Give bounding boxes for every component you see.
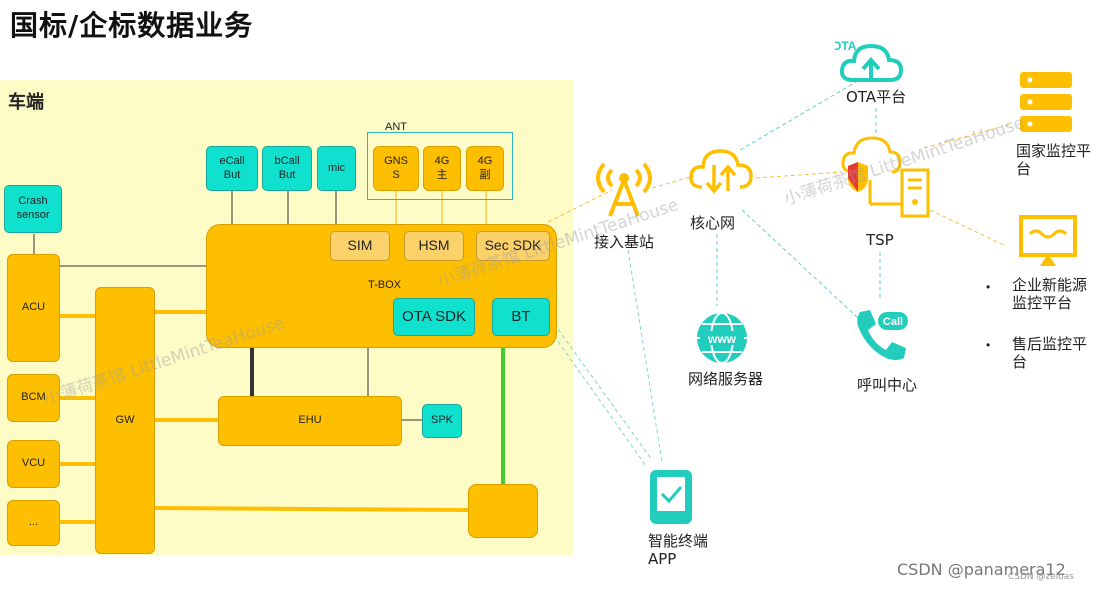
national-platform-label: 国家监控平 台: [1016, 142, 1092, 178]
hsm-box: HSM: [404, 231, 464, 261]
ota-cloud-icon: OTA: [835, 39, 904, 82]
call-icon-text: Call: [883, 316, 903, 328]
tbox-label: T-BOX: [368, 279, 402, 291]
call-center-phone-icon: Call: [857, 310, 908, 360]
crash-sensor-box: Crash sensor: [4, 185, 62, 233]
enterprise-platform-label: 企业新能源 监控平台: [1012, 276, 1088, 312]
core-ota-link: [739, 81, 857, 151]
web-server-globe-icon: www: [697, 312, 747, 364]
tbox-base-link: [547, 189, 613, 223]
ecall-button-box: eCall But: [206, 146, 258, 191]
enterprise-monitor-icon: [1019, 215, 1077, 266]
tsp-server-icon: [841, 136, 930, 218]
4g-main-antenna-box: 4G 主: [423, 146, 461, 191]
bullet-enterprise: •: [986, 280, 991, 294]
core-network-cloud-icon: [689, 149, 753, 194]
more-ecu-box: ...: [7, 500, 60, 546]
bullet-aftersale: •: [986, 338, 991, 352]
unlabeled-device-box: [468, 484, 538, 538]
base-app-link: [627, 249, 663, 463]
www-text: www: [707, 332, 737, 346]
base-station-label: 接入基站: [594, 233, 655, 251]
national-platform-server-icon: [1020, 72, 1072, 132]
csdn-small-credit: CSDN @zeloas: [1008, 572, 1074, 582]
core-call-link: [741, 209, 859, 319]
mic-box: mic: [317, 146, 356, 191]
vehicle-label: 车端: [8, 92, 44, 113]
aftersale-platform-label: 售后监控平 台: [1012, 335, 1088, 371]
gw-bottom-line: [154, 506, 469, 512]
page-title: 国标/企标数据业务: [10, 9, 254, 42]
csdn-credit: CSDN @panamera12: [897, 560, 1066, 579]
core-tsp-link: [755, 171, 843, 179]
sim-box: SIM: [330, 231, 390, 261]
base-core-link: [651, 175, 695, 189]
ehu-box: EHU: [218, 396, 402, 446]
bcm-box: BCM: [7, 374, 60, 422]
bt-box: BT: [492, 298, 550, 336]
tsp-label: TSP: [866, 231, 894, 249]
tsp-enterprise-link: [929, 209, 1007, 247]
4g-sub-antenna-box: 4G 副: [466, 146, 504, 191]
bt-app-link-1: [549, 317, 653, 461]
ota-platform-label: OTA平台: [846, 88, 907, 106]
gnss-antenna-box: GNS S: [373, 146, 419, 191]
web-server-label: 网络服务器: [688, 370, 764, 388]
spk-box: SPK: [422, 404, 462, 438]
bcall-button-box: bCall But: [262, 146, 312, 191]
sec-sdk-box: Sec SDK: [476, 231, 550, 261]
app-terminal-icon: [650, 470, 692, 524]
call-center-label: 呼叫中心: [857, 376, 918, 394]
gw-box: GW: [95, 287, 155, 554]
ant-label: ANT: [385, 121, 407, 133]
vcu-box: VCU: [7, 440, 60, 488]
core-network-label: 核心网: [690, 214, 736, 232]
acu-box: ACU: [7, 254, 60, 362]
base-station-icon: [596, 162, 652, 217]
ota-sdk-box: OTA SDK: [393, 298, 475, 336]
ota-icon-text: OTA: [835, 39, 857, 53]
app-terminal-label: 智能终端 APP: [648, 532, 709, 568]
bt-app-link-2: [549, 329, 647, 467]
tsp-national-link: [923, 123, 1013, 149]
ant-frame: [367, 132, 513, 200]
